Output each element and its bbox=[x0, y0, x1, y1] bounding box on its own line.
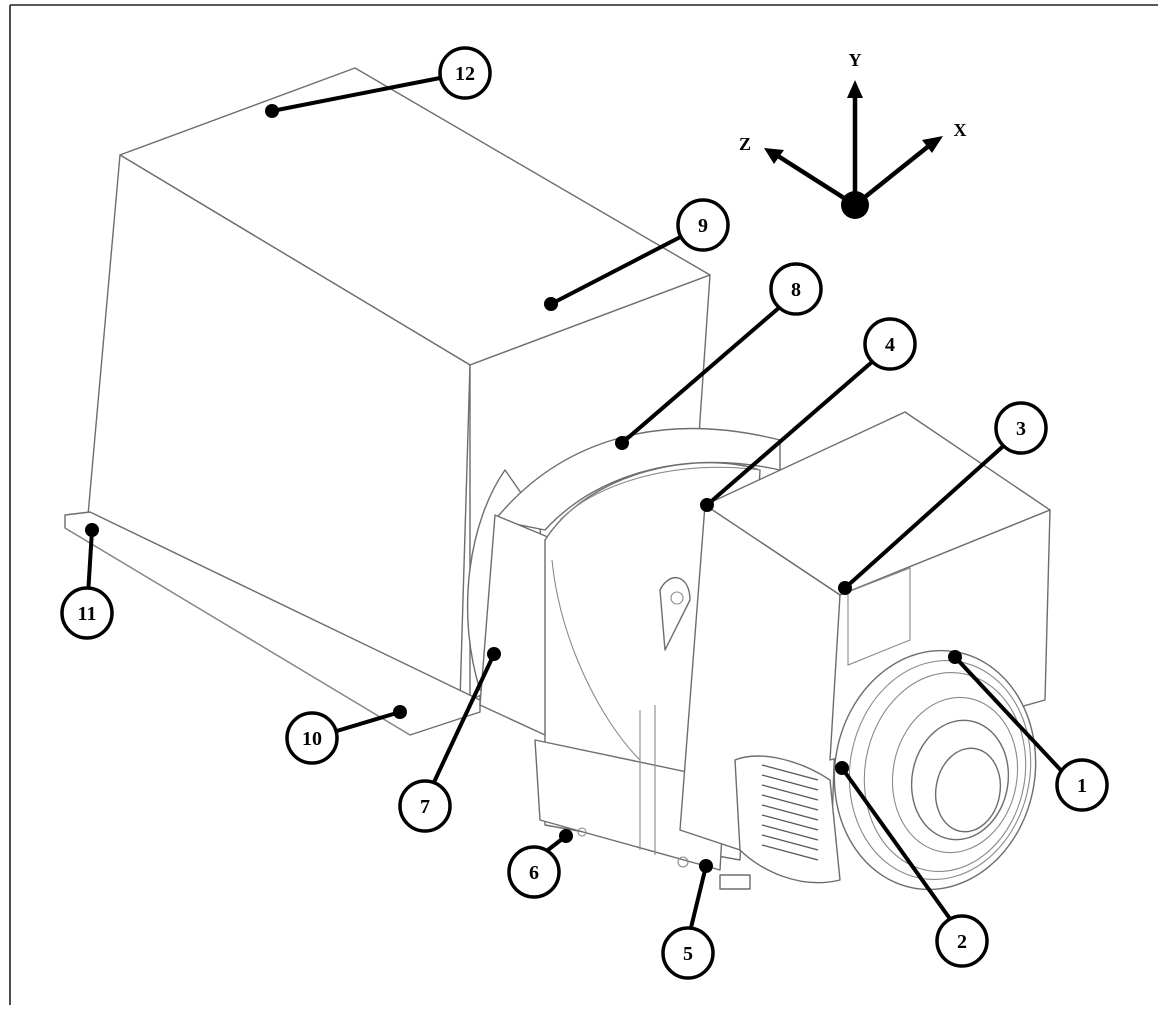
callout-3-anchor bbox=[838, 581, 852, 595]
callout-1: 1 bbox=[948, 650, 1109, 812]
base-rail-edge bbox=[64, 527, 411, 736]
lifting-lug-hole bbox=[670, 591, 684, 605]
callout-2: 2 bbox=[835, 761, 989, 968]
callout-6-label: 6 bbox=[529, 862, 539, 884]
callout-2-label: 2 bbox=[957, 931, 967, 953]
z-axis-label: Z bbox=[739, 134, 751, 154]
callout-12-label: 12 bbox=[455, 63, 475, 85]
y-axis-label: Y bbox=[849, 50, 862, 70]
callout-6: 6 bbox=[507, 829, 573, 899]
callout-11-anchor bbox=[85, 523, 99, 537]
callout-10-label: 10 bbox=[302, 728, 322, 750]
callout-4-anchor bbox=[700, 498, 714, 512]
z-axis-arrowhead bbox=[764, 148, 784, 164]
grille-housing bbox=[734, 755, 841, 884]
callout-5-anchor bbox=[699, 859, 713, 873]
callout-3: 3 bbox=[838, 401, 1048, 595]
axis-origin bbox=[841, 191, 869, 219]
callout-3-label: 3 bbox=[1016, 418, 1026, 440]
callout-9-anchor bbox=[544, 297, 558, 311]
callout-7-label: 7 bbox=[420, 796, 430, 818]
x-axis-arrowhead bbox=[922, 136, 943, 153]
x-axis-line bbox=[852, 142, 933, 208]
bearing-housing bbox=[891, 696, 1019, 854]
coordinate-axes: Y X Z bbox=[739, 50, 967, 219]
y-axis-arrowhead bbox=[847, 80, 863, 98]
callout-7: 7 bbox=[398, 647, 501, 833]
stator-edge-2 bbox=[551, 559, 641, 761]
callout-5: 5 bbox=[661, 859, 715, 980]
shaft-end bbox=[934, 747, 1002, 833]
callout-6-anchor bbox=[559, 829, 573, 843]
callout-4-label: 4 bbox=[885, 334, 895, 356]
foot-pad bbox=[719, 874, 751, 890]
frame-border bbox=[9, 4, 1158, 1005]
grille-slats bbox=[761, 764, 819, 861]
callout-12: 12 bbox=[265, 46, 492, 118]
callout-2-anchor bbox=[835, 761, 849, 775]
callout-11-label: 11 bbox=[78, 603, 97, 625]
callout-1-anchor bbox=[948, 650, 962, 664]
air-grille bbox=[734, 755, 841, 884]
end-shield-ring-2 bbox=[863, 671, 1027, 873]
foot-hole-1 bbox=[577, 827, 587, 837]
callout-1-label: 1 bbox=[1077, 775, 1087, 797]
callout-5-label: 5 bbox=[683, 943, 693, 965]
callout-8: 8 bbox=[615, 262, 823, 450]
foot-hole-2 bbox=[677, 856, 689, 868]
callout-8-anchor bbox=[615, 436, 629, 450]
callout-9: 9 bbox=[544, 198, 730, 311]
callout-12-anchor bbox=[265, 104, 279, 118]
callout-7-anchor bbox=[487, 647, 501, 661]
x-axis-label: X bbox=[954, 120, 967, 140]
mounting-foot bbox=[534, 739, 726, 871]
callout-10-anchor bbox=[393, 705, 407, 719]
stator-edge-1 bbox=[559, 466, 761, 521]
callout-10: 10 bbox=[285, 705, 407, 765]
inspection-window bbox=[847, 567, 911, 666]
callout-11: 11 bbox=[60, 523, 114, 640]
callout-8-label: 8 bbox=[791, 279, 801, 301]
callout-9-label: 9 bbox=[698, 215, 708, 237]
z-axis-line bbox=[775, 153, 858, 208]
callout-4: 4 bbox=[700, 317, 917, 512]
